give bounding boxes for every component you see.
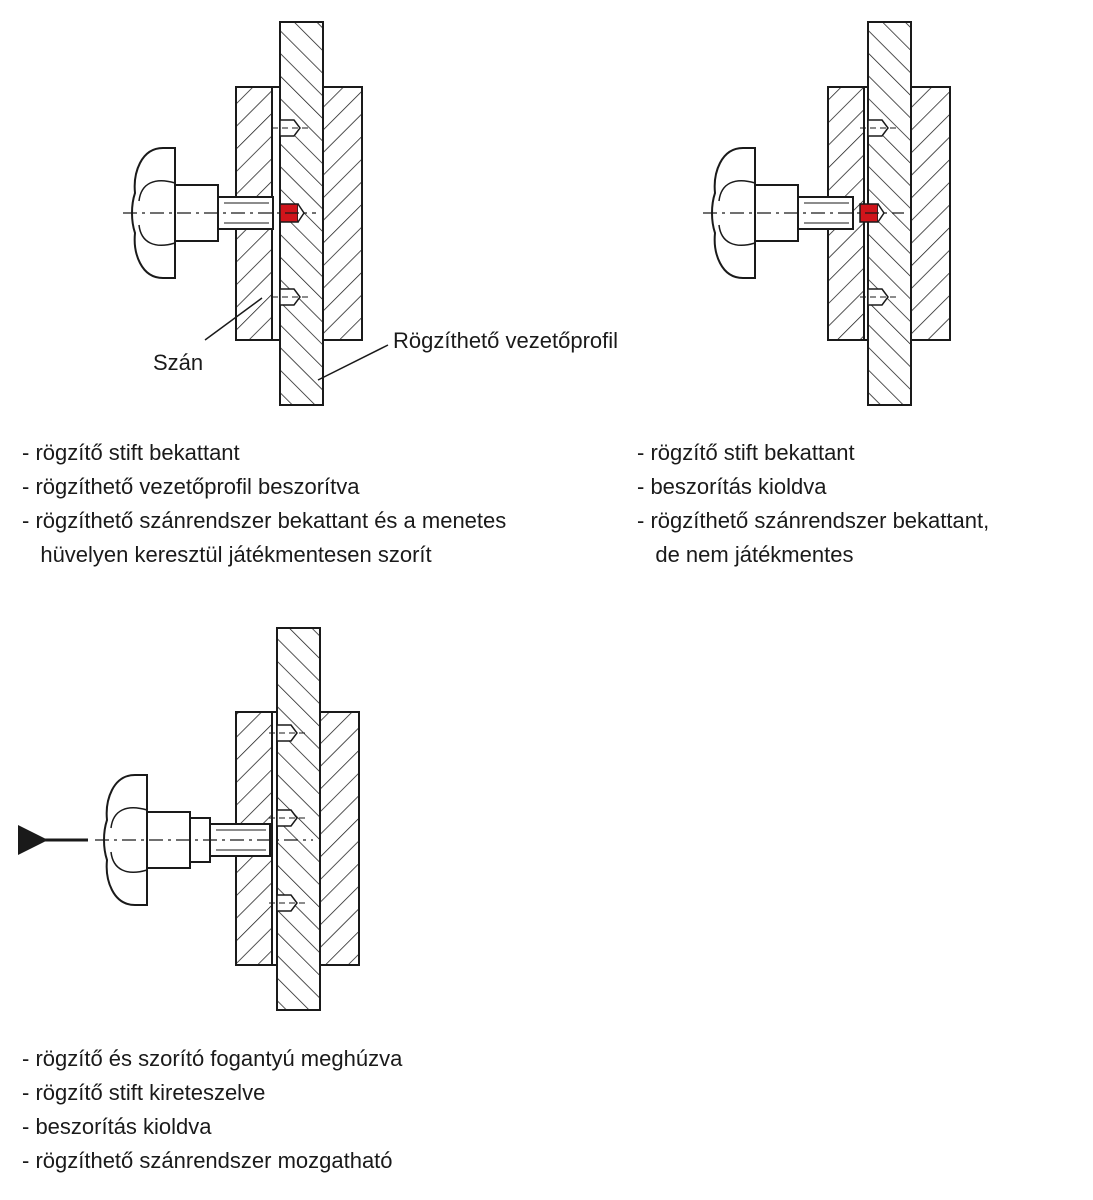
slide-plate-right xyxy=(322,86,363,341)
profile-leader-line xyxy=(317,344,389,381)
state-2-list: - rögzítő stift bekattant - beszorítás k… xyxy=(637,436,989,572)
diagram-engaged-released xyxy=(703,21,951,406)
diagram-unlocked xyxy=(95,627,360,1011)
detent-hole xyxy=(276,724,298,742)
list-item: - rögzíthető szánrendszer mozgatható xyxy=(22,1148,393,1173)
list-item: - rögzíthető vezetőprofil beszorítva xyxy=(22,474,360,499)
diagram-engaged-clamped xyxy=(123,21,363,406)
detent-hole xyxy=(279,119,301,137)
list-item: hüvelyen keresztül játékmentesen szorít xyxy=(22,542,432,567)
list-item: - rögzítő stift bekattant xyxy=(22,440,240,465)
state-1-list: - rögzítő stift bekattant - rögzíthető v… xyxy=(22,436,506,572)
slide-leader-line xyxy=(204,297,263,341)
slide-plate-right xyxy=(319,711,360,966)
list-item: - rögzítő stift bekattant xyxy=(637,440,855,465)
list-item: - beszorítás kioldva xyxy=(637,474,827,499)
detent-hole xyxy=(279,288,301,306)
slide-plate-right xyxy=(910,86,951,341)
detent-hole xyxy=(276,894,298,912)
state-3-list: - rögzítő és szorító fogantyú meghúzva -… xyxy=(22,1042,402,1178)
detent-hole xyxy=(867,288,889,306)
knob-lobes xyxy=(110,807,148,873)
detent-hole xyxy=(276,809,298,827)
list-item: de nem játékmentes xyxy=(637,542,854,567)
detent-hole xyxy=(867,119,889,137)
knob-lobes xyxy=(138,180,176,246)
list-item: - rögzítő stift kireteszelve xyxy=(22,1080,266,1105)
list-item: - rögzítő és szorító fogantyú meghúzva xyxy=(22,1046,403,1071)
list-item: - rögzíthető szánrendszer bekattant és a… xyxy=(22,508,507,533)
threaded-sleeve xyxy=(217,196,274,230)
list-item: - beszorítás kioldva xyxy=(22,1114,212,1139)
knob-lobes xyxy=(718,180,756,246)
profile-label: Rögzíthető vezetőprofil xyxy=(393,328,619,353)
slide-label: Szán xyxy=(153,350,204,375)
list-item: - rögzíthető szánrendszer bekattant, xyxy=(637,508,990,533)
